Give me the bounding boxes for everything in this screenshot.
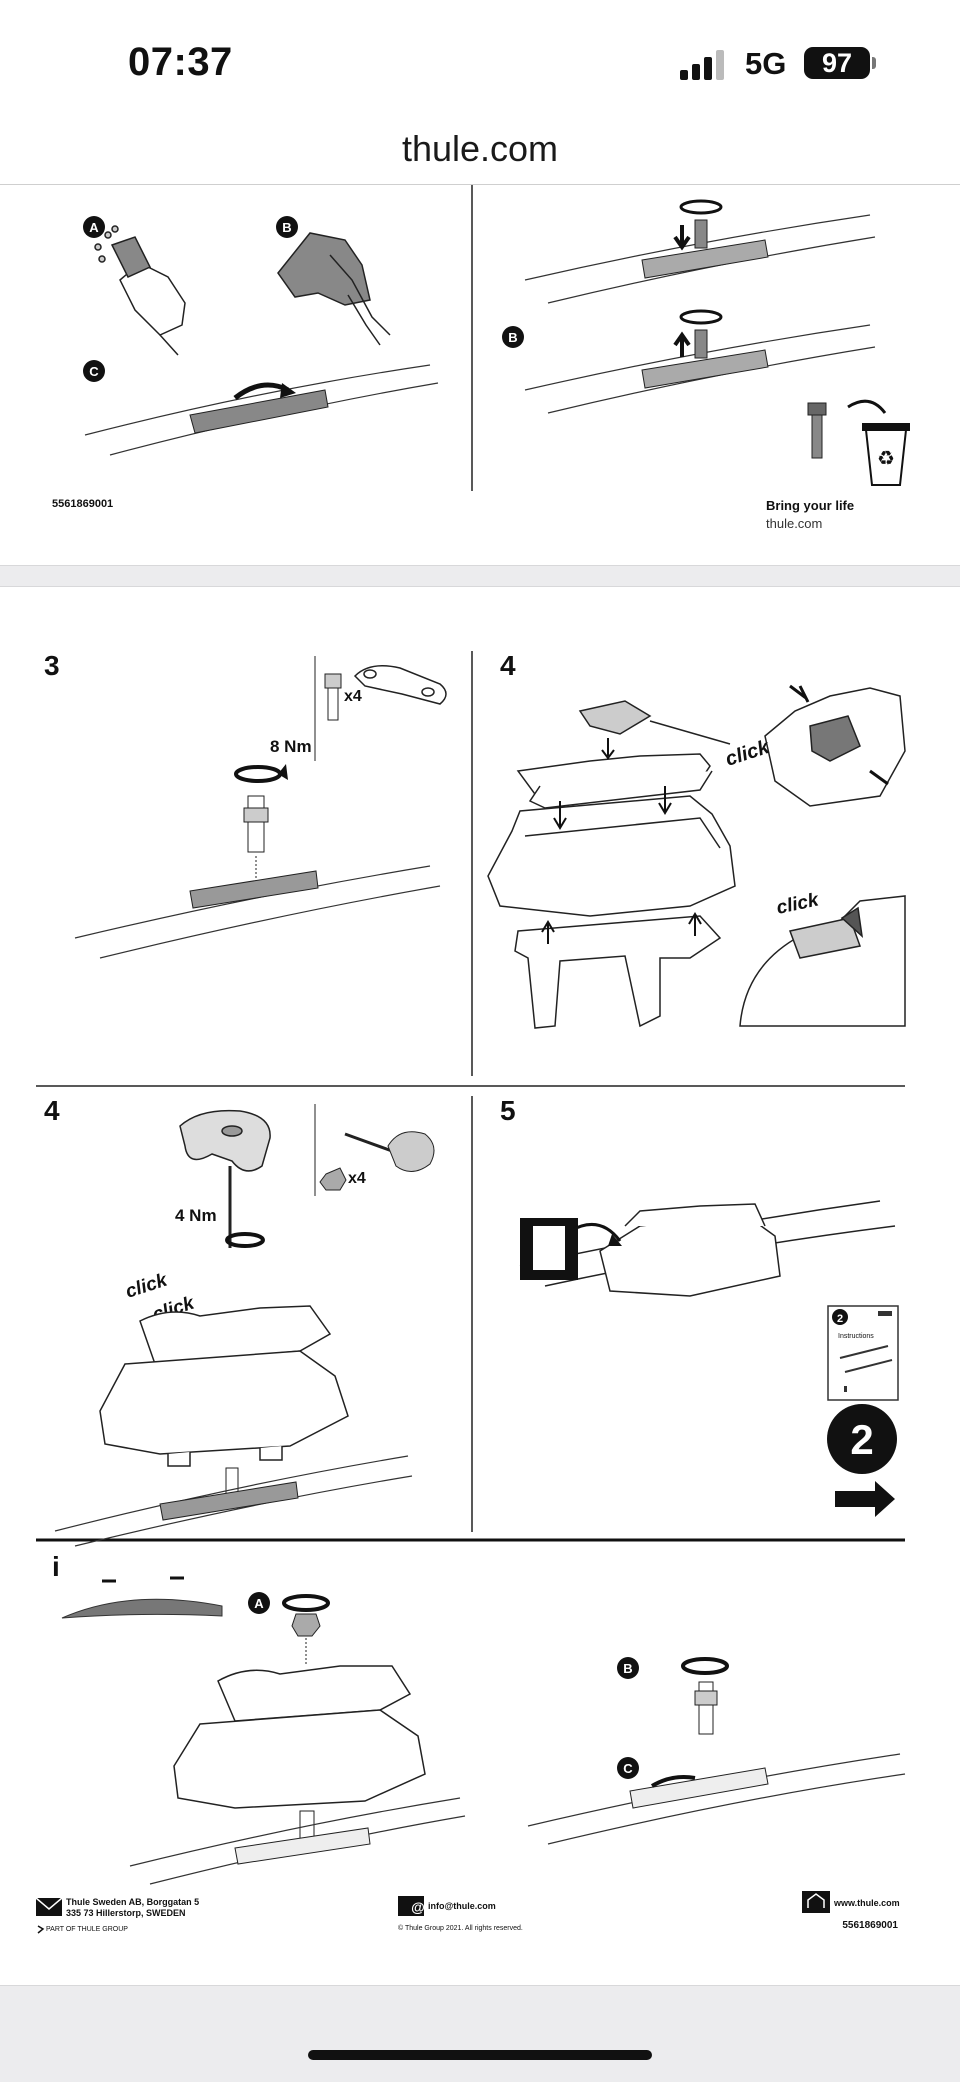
hex-key-illustration <box>179 1109 271 1248</box>
foot-illustration-info <box>173 1665 426 1809</box>
bolt-icon <box>811 409 823 459</box>
address-bar-divider <box>0 184 960 185</box>
booklet-label: Instructions <box>838 1333 874 1340</box>
url-bar[interactable]: thule.com <box>401 128 559 169</box>
status-time: 07:37 <box>128 40 233 84</box>
step-3-torque: 8 Nm <box>270 737 312 756</box>
plate-illustration <box>353 665 447 705</box>
roof-profile-illustration <box>61 1576 223 1619</box>
info-label-c: C <box>623 1761 633 1776</box>
info-icon: i <box>52 1551 60 1582</box>
label-b: B <box>282 220 291 235</box>
step-4a-number: 4 <box>500 650 516 681</box>
click-text-1: click <box>723 736 773 771</box>
at-icon: @ <box>398 1896 425 1916</box>
roof-rail-info-right <box>527 1753 906 1845</box>
manual-page-2: 3 x4 8 Nm 4 click c <box>35 650 906 1934</box>
manual-page-1: A B C 5561869001 A B ♻ Bring your life t… <box>52 185 910 531</box>
label-a-badge <box>83 216 105 238</box>
footer-website: www.thule.com <box>833 1898 900 1908</box>
illustration-wiping-cloth <box>277 232 391 346</box>
step-4b-number: 4 <box>44 1095 60 1126</box>
detail-click-illustration-2 <box>739 895 906 1027</box>
home-indicator[interactable] <box>308 2050 652 2060</box>
doc-number-page1: 5561869001 <box>52 498 113 510</box>
footer-address-1: Thule Sweden AB, Borggatan 5 <box>66 1897 199 1907</box>
info-label-a: A <box>254 1596 264 1611</box>
info-label-b: B <box>623 1661 632 1676</box>
svg-text:♻: ♻ <box>877 448 895 470</box>
bolt-x4-illustration <box>324 673 342 721</box>
svg-text:@: @ <box>411 1899 425 1915</box>
footer-email: info@thule.com <box>428 1901 496 1911</box>
click-text-2: click <box>775 889 822 919</box>
battery-icon: 97 <box>804 47 870 79</box>
detail-click-illustration <box>764 684 906 807</box>
battery-tip <box>872 57 876 69</box>
label-b-right: B <box>508 330 517 345</box>
mail-icon <box>35 1897 63 1916</box>
bottom-toolbar <box>0 1985 960 2082</box>
step-5-number: 5 <box>500 1095 516 1126</box>
illustration-cleaning-hand <box>94 225 186 356</box>
click-text-3: click <box>123 1269 171 1302</box>
foot-on-rail-illustration <box>519 1200 896 1297</box>
label-a: A <box>89 220 99 235</box>
footer-part-of: PART OF THULE GROUP <box>46 1926 128 1933</box>
step-3-number: 3 <box>44 650 60 681</box>
home-icon <box>802 1891 830 1913</box>
arrow-right-icon <box>835 1481 895 1517</box>
footer-address-2: 335 73 Hillerstorp, SWEDEN <box>66 1908 186 1918</box>
page-gap <box>0 565 960 587</box>
booklet-number: 2 <box>837 1313 843 1325</box>
footer-copyright: © Thule Group 2021. All rights reserved. <box>398 1924 523 1932</box>
label-c: C <box>89 364 99 379</box>
footer-doc-number: 5561869001 <box>842 1920 898 1931</box>
step-3-qty: x4 <box>344 688 362 705</box>
instructions-booklet-icon: 2 Instructions <box>827 1305 899 1401</box>
site-link: thule.com <box>766 516 822 531</box>
next-step-number: 2 <box>850 1416 873 1463</box>
slogan: Bring your life <box>766 498 854 513</box>
step-4b-qty: x4 <box>348 1170 366 1187</box>
network-label: 5G <box>745 46 787 81</box>
next-step-badge <box>827 1404 897 1474</box>
recycle-bin-icon: ♻ <box>847 399 910 486</box>
signal-icon <box>680 50 724 80</box>
foot-illustration-4b <box>99 1305 349 1467</box>
step-4b-torque: 4 Nm <box>175 1206 217 1225</box>
foot-assembly-illustration <box>487 700 736 1029</box>
